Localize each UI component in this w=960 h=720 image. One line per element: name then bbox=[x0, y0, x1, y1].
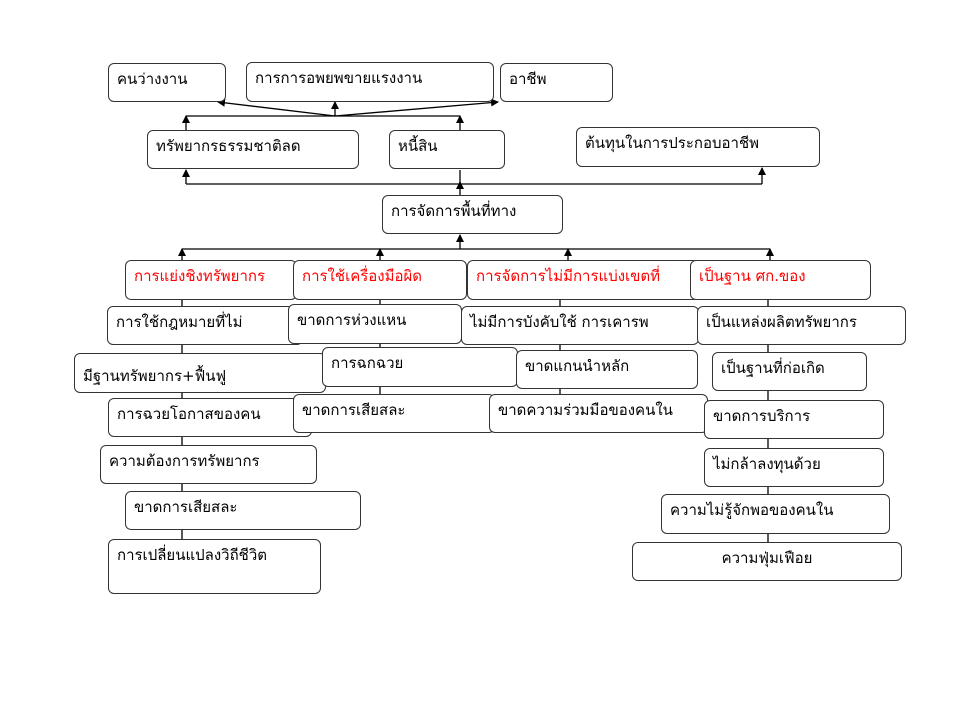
item-tools-1: ขาดการห่วงแหน bbox=[288, 304, 462, 344]
box-capital: ต้นทุนในการประกอบอาชีพ bbox=[576, 127, 820, 167]
cause-economic-base: เป็นฐาน ศก.ของ bbox=[690, 260, 871, 300]
box-labor-migration: การการอพยพขายแรงงาน bbox=[246, 62, 494, 102]
item-base-3: ขาดการบริการ bbox=[704, 400, 884, 439]
item-zoning-2: ขาดแกนนำหลัก bbox=[516, 350, 698, 389]
cause-no-zoning: การจัดการไม่มีการแบ่งเขตที่ bbox=[467, 260, 699, 300]
item-zoning-1: ไม่มีการบังคับใช้ การเคารพ bbox=[461, 306, 699, 345]
box-core-problem: การจัดการพื้นที่ทาง bbox=[382, 195, 563, 234]
item-tools-2: การฉกฉวย bbox=[322, 347, 518, 387]
item-resource-3: การฉวยโอกาสของคน bbox=[108, 398, 312, 437]
box-occupation: อาชีพ bbox=[500, 63, 613, 102]
cause-wrong-tools: การใช้เครื่องมือผิด bbox=[293, 260, 467, 300]
box-resources-decline: ทรัพยากรธรรมชาติลด bbox=[147, 130, 359, 169]
item-base-2: เป็นฐานที่ก่อเกิด bbox=[712, 352, 867, 391]
item-base-5: ความไม่รู้จักพอของคนใน bbox=[661, 494, 890, 534]
item-resource-1: การใช้กฎหมายที่ไม่ bbox=[107, 306, 303, 345]
item-resource-2: มีฐานทรัพยากร+ฟื้นฟู bbox=[74, 353, 326, 393]
box-unemployed: คนว่างงาน bbox=[108, 63, 226, 102]
item-zoning-3: ขาดความร่วมมือของคนใน bbox=[489, 394, 708, 433]
item-base-1: เป็นแหล่งผลิตทรัพยากร bbox=[697, 306, 906, 345]
item-resource-4: ความต้องการทรัพยากร bbox=[100, 445, 317, 484]
item-base-4: ไม่กล้าลงทุนด้วย bbox=[704, 448, 884, 487]
item-tools-3: ขาดการเสียสละ bbox=[293, 394, 495, 433]
cause-resource-competition: การแย่งชิงทรัพยากร bbox=[125, 260, 297, 300]
arrow-to-occupation bbox=[334, 98, 499, 117]
item-base-6: ความฟุ่มเฟือย bbox=[632, 542, 902, 581]
item-resource-5: ขาดการเสียสละ bbox=[125, 491, 361, 530]
arrow-to-unemployed bbox=[217, 98, 336, 117]
item-resource-6: การเปลี่ยนแปลงวิถีชีวิต bbox=[108, 539, 321, 594]
box-debt: หนี้สิน bbox=[389, 130, 505, 169]
